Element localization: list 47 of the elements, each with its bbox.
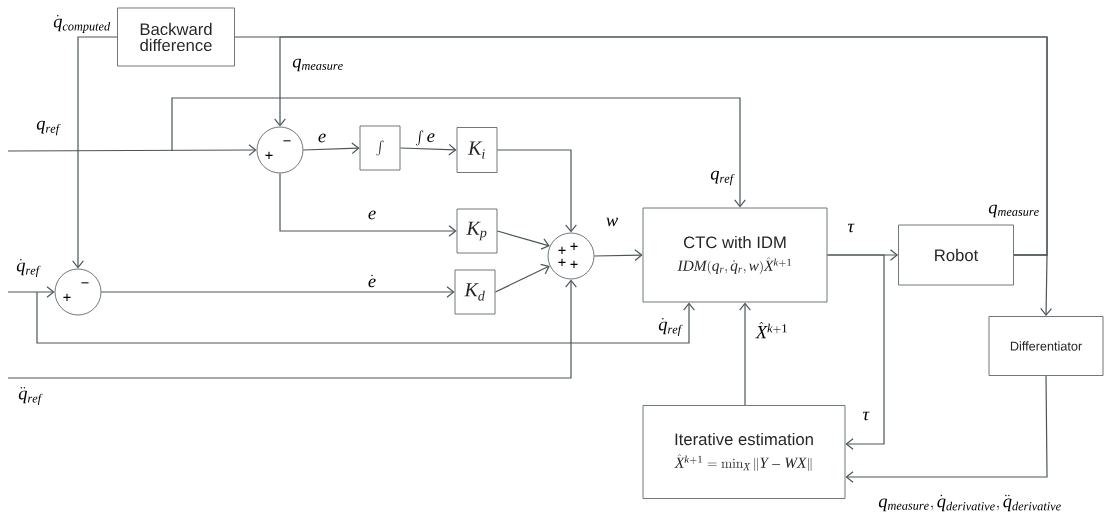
summing-junction: + + + + <box>547 232 595 280</box>
arrow <box>845 375 1048 483</box>
edge-label: $e$ <box>366 209 378 221</box>
process-box: Differentiator <box>988 316 1104 376</box>
edge-label: $\tau$ <box>845 222 857 234</box>
summing-junction: + − <box>256 126 304 174</box>
arrow <box>171 97 746 208</box>
arrow <box>399 143 457 156</box>
edge-label: $\ddot{q}_{ref}$ <box>16 385 44 407</box>
arrow <box>1013 254 1053 317</box>
edge-label: $\dot{q}_{ref}$ <box>14 257 42 279</box>
edge-label: $e$ <box>316 132 328 144</box>
arrow <box>100 286 455 298</box>
edge-label: $\dot{q}_{ref}$ <box>656 316 684 338</box>
process-box: Robot <box>898 224 1014 286</box>
gain-box: $K_p$ <box>456 208 498 254</box>
summing-junction: + − <box>54 268 102 316</box>
arrow <box>72 36 118 269</box>
gain-box: $K_i$ <box>456 127 498 173</box>
arrow <box>7 279 577 379</box>
arrow <box>279 172 457 237</box>
arrow <box>739 302 751 406</box>
edge-label: $\int e$ <box>413 129 437 147</box>
edge-label: $q_{measure}$ <box>986 203 1042 219</box>
edge-label: $q_{ref}$ <box>34 119 62 137</box>
integrator-box: $\int$ <box>359 125 401 171</box>
arrow <box>302 142 360 155</box>
edge-label: $\tau$ <box>860 410 872 422</box>
edge-label: $q_{measure},\dot{q}_{derivative},\ddot{q}_{derivative}$ <box>876 493 1064 513</box>
process-box: CTC with IDM $IDM(q_r,\dot{q}_r,w)\hat{X}^{k+1}$ <box>642 207 828 303</box>
process-box: Backward difference <box>117 7 235 67</box>
arrow <box>7 286 55 298</box>
arrow <box>826 254 885 450</box>
process-box: Iterative estimation $\hat{X}^{k+1}=\min_{X}\|Y-WX\|$ <box>642 405 846 499</box>
gain-box: $K_d$ <box>454 269 496 315</box>
edge-label: $\dot{e}$ <box>366 273 378 289</box>
arrow <box>496 230 550 250</box>
edge-label: $q_{measure}$ <box>290 57 346 73</box>
arrow <box>593 249 643 262</box>
edge-label: $\dot{q}_{computed}$ <box>51 13 113 35</box>
arrow <box>7 144 257 156</box>
edge-label: $q_{ref}$ <box>708 169 736 187</box>
edge-label: $w$ <box>604 216 620 228</box>
edge-label: $\hat{X}^{k+1}$ <box>754 320 790 340</box>
arrow <box>496 149 577 233</box>
arrow <box>494 263 550 293</box>
arrow <box>36 291 695 344</box>
